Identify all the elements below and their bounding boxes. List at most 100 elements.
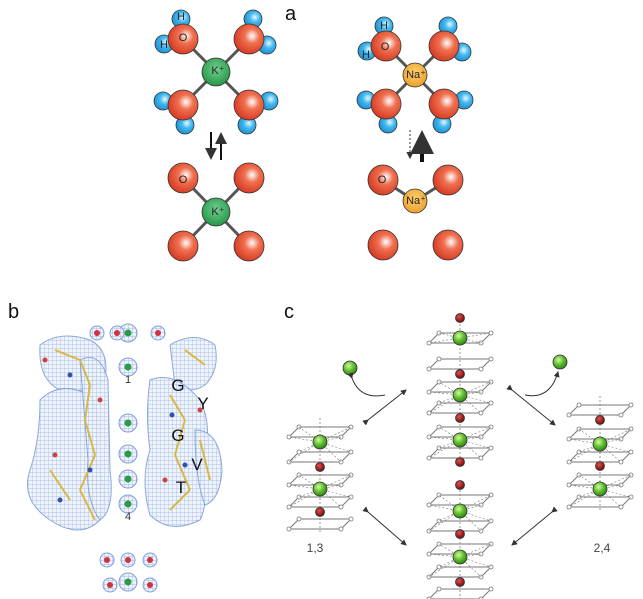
stick-model — [54, 349, 81, 361]
water-molecule — [455, 313, 465, 323]
coordination-bond — [459, 436, 482, 441]
carbonyl-oxygen — [628, 402, 634, 408]
coordination-bond — [438, 332, 461, 339]
residue-label: V — [191, 455, 203, 474]
ion-exit-curve-arrow — [347, 372, 386, 397]
potassium-ion — [312, 481, 328, 497]
potassium-ion — [452, 387, 468, 403]
nitrogen-atom — [67, 372, 73, 378]
water-molecule — [455, 369, 465, 379]
potassium-ion — [201, 197, 231, 227]
carbonyl-oxygen — [566, 412, 572, 418]
carbonyl-oxygen — [436, 518, 442, 524]
oxygen-atom — [367, 229, 399, 261]
oxygen-atom — [233, 23, 265, 55]
panel-c-label: c — [284, 301, 294, 323]
potassium-ion — [452, 330, 468, 346]
water-oxygen — [147, 582, 153, 588]
potassium-ion-label: K⁺ — [211, 65, 224, 77]
potassium-ion — [124, 500, 132, 508]
oxygen-atom — [162, 477, 168, 483]
carbonyl-oxygen — [426, 410, 432, 416]
oxygen-label: O — [381, 41, 390, 53]
water-oxygen — [155, 330, 161, 336]
carbonyl-oxygen — [286, 504, 292, 510]
carbonyl-oxygen — [488, 356, 494, 362]
transition-arrow — [362, 389, 407, 426]
carbonyl-oxygen — [348, 424, 354, 430]
coordination-bond — [599, 484, 622, 490]
carbonyl-oxygen — [436, 400, 442, 406]
carbonyl-oxygen — [488, 492, 494, 498]
carbonyl-oxygen — [426, 340, 432, 346]
panel-b-electron-density-map: G Y G V T 1 4 — [27, 323, 223, 593]
oxygen-atom — [197, 407, 203, 413]
stick-model — [169, 394, 186, 421]
potassium-ion — [124, 419, 132, 427]
potassium-ion — [124, 329, 132, 337]
stick-model — [79, 489, 96, 521]
residue-label: G — [171, 376, 184, 395]
carbonyl-oxygen — [566, 436, 572, 442]
panel-c-ion-conduction-states — [286, 313, 634, 599]
water-oxygen — [107, 582, 113, 588]
carbonyl-oxygen — [478, 410, 484, 416]
carbonyl-oxygen — [566, 459, 572, 465]
oxygen-atom — [233, 230, 265, 262]
carbonyl-oxygen — [618, 504, 624, 510]
stick-model — [79, 359, 91, 386]
coordination-bond — [599, 438, 622, 445]
transition-arrow — [362, 506, 407, 546]
nitrogen-atom — [57, 497, 63, 503]
oxygen-atom — [233, 162, 265, 194]
carbonyl-oxygen — [566, 504, 572, 510]
oxygen-atom — [370, 88, 402, 120]
carbonyl-oxygen — [628, 426, 634, 432]
nitrogen-atom — [169, 412, 175, 418]
coordination-bond — [459, 553, 482, 558]
ion-exit-curve-arrow — [524, 371, 560, 397]
carbonyl-oxygen — [338, 526, 344, 532]
potassium-ion — [124, 578, 132, 586]
oxygen-atom — [167, 23, 199, 55]
carbonyl-oxygen — [286, 526, 292, 532]
water-oxygen — [147, 557, 153, 563]
residue-label: T — [176, 478, 186, 497]
oxygen-atom — [52, 452, 58, 458]
panel-a-atom-labels: H H O K⁺ O K⁺ H H O Na⁺ O Na⁺ — [160, 11, 426, 218]
sodium-ion — [402, 62, 428, 88]
water-molecule — [455, 457, 465, 467]
oxygen-atom — [370, 30, 402, 62]
carbonyl-oxygen — [436, 356, 442, 362]
oxygen-atom — [367, 164, 399, 196]
state-2-4-label: 2,4 — [594, 541, 611, 555]
water-oxygen — [125, 557, 131, 563]
carbonyl-oxygen — [296, 494, 302, 500]
carbonyl-oxygen — [426, 455, 432, 461]
carbonyl-oxygen — [296, 516, 302, 522]
oxygen-atom — [428, 30, 460, 62]
stick-model — [84, 419, 96, 456]
oxygen-atom — [42, 357, 48, 363]
oxygen-label: O — [179, 174, 188, 186]
stick-model — [49, 469, 71, 501]
carbonyl-oxygen — [576, 402, 582, 408]
stick-model — [84, 384, 91, 421]
stick-model — [174, 419, 186, 456]
water-molecule — [455, 413, 465, 423]
residue-label: G — [171, 426, 184, 445]
oxygen-atom — [432, 229, 464, 261]
carbonyl-oxygen — [296, 449, 302, 455]
carbonyl-oxygen — [618, 459, 624, 465]
water-oxygen — [94, 330, 100, 336]
potassium-ion — [452, 503, 468, 519]
stick-model — [199, 439, 211, 481]
carbonyl-oxygen — [576, 449, 582, 455]
hydrogen-label: H — [177, 11, 185, 23]
carbonyl-oxygen — [488, 330, 494, 336]
water-molecule — [595, 415, 605, 425]
carbonyl-oxygen — [478, 366, 484, 372]
carbonyl-oxygen — [488, 586, 494, 592]
oxygen-label: O — [179, 32, 188, 44]
nitrogen-atom — [182, 462, 188, 468]
